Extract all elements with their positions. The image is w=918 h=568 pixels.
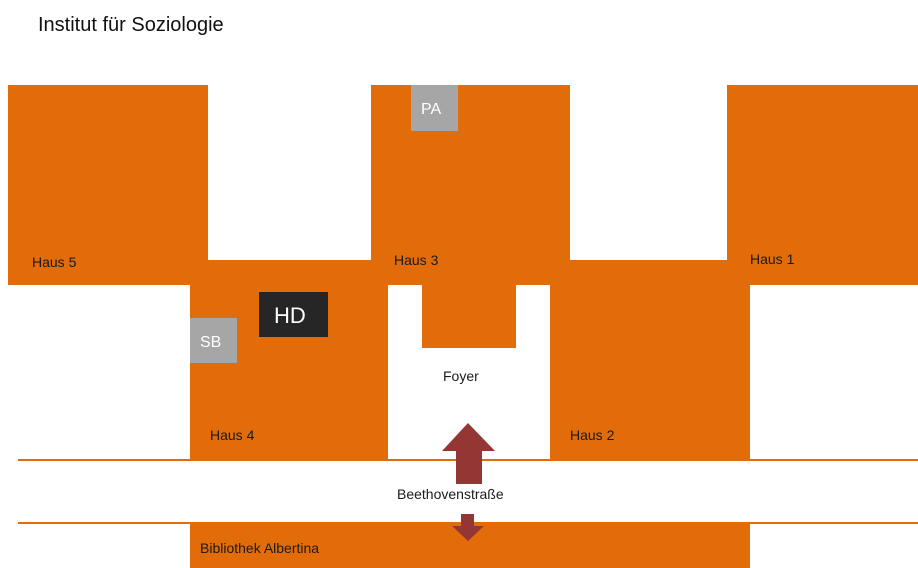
sb-box <box>190 318 237 363</box>
sb-label: SB <box>200 334 221 351</box>
hd-label: HD <box>274 303 306 328</box>
entrance-arrow-icon <box>442 423 495 484</box>
page-title: Institut für Soziologie <box>38 14 224 36</box>
library-arrow-icon <box>452 514 484 541</box>
haus5-label: Haus 5 <box>32 254 77 270</box>
pa-label: PA <box>421 101 441 118</box>
hd-box <box>259 292 328 337</box>
bibliothek-label: Bibliothek Albertina <box>200 540 319 556</box>
haus2-label: Haus 2 <box>570 427 615 443</box>
haus3-label: Haus 3 <box>394 252 439 268</box>
pa-box <box>411 85 458 131</box>
haus4-label: Haus 4 <box>210 427 255 443</box>
street-label: Beethovenstraße <box>397 486 504 502</box>
building-block <box>8 85 918 460</box>
haus1-label: Haus 1 <box>750 251 795 267</box>
foyer-label: Foyer <box>443 368 479 384</box>
